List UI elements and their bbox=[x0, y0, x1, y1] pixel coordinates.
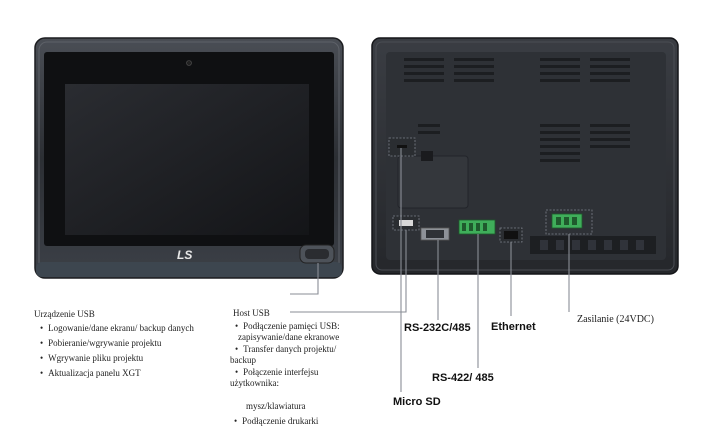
leader-host-usb bbox=[290, 230, 407, 313]
host-usb-item: Transfer danych projektu/ bbox=[235, 344, 336, 355]
back-panel bbox=[371, 37, 679, 275]
vent-grille-right bbox=[540, 124, 630, 162]
usb-device-item: Aktualizacja panelu XGT bbox=[40, 368, 140, 379]
front-screen bbox=[65, 84, 309, 235]
host-usb-item-cont: mysz/klawiatura bbox=[246, 401, 306, 411]
vent-grille-mid bbox=[418, 124, 440, 134]
brand-logo: LS bbox=[177, 248, 193, 262]
label-power: Zasilanie (24VDC) bbox=[577, 314, 654, 325]
host-usb-item-cont: backup bbox=[230, 355, 256, 365]
usb-device-item: Wgrywanie pliku projektu bbox=[40, 353, 143, 364]
usb-device-item: Logowanie/dane ekranu/ backup danych bbox=[40, 323, 194, 334]
label-rs422: RS-422/ 485 bbox=[432, 372, 494, 384]
host-usb-item: Połączenie interfejsu bbox=[235, 367, 318, 378]
host-usb-item-cont: użytkownika: bbox=[230, 378, 279, 388]
label-ethernet: Ethernet bbox=[491, 321, 536, 333]
camera-dot bbox=[186, 60, 192, 66]
host-usb-title: Host USB bbox=[233, 308, 270, 318]
usb-device-item: Pobieranie/wgrywanie projektu bbox=[40, 338, 161, 349]
front-panel bbox=[34, 37, 344, 279]
battery-cover bbox=[397, 155, 469, 209]
vent-grille-top bbox=[404, 58, 630, 82]
label-rs232: RS-232C/485 bbox=[404, 322, 471, 334]
label-microsd: Micro SD bbox=[393, 396, 441, 408]
leader-lines bbox=[290, 148, 570, 392]
host-usb-item: Podłączenie drukarki bbox=[234, 416, 318, 427]
host-usb-item-cont: zapisywanie/dane ekranowe bbox=[238, 332, 340, 342]
host-usb-item: Podłączenie pamięci USB: bbox=[235, 321, 339, 332]
usb-device-title: Urządzenie USB bbox=[34, 309, 95, 319]
